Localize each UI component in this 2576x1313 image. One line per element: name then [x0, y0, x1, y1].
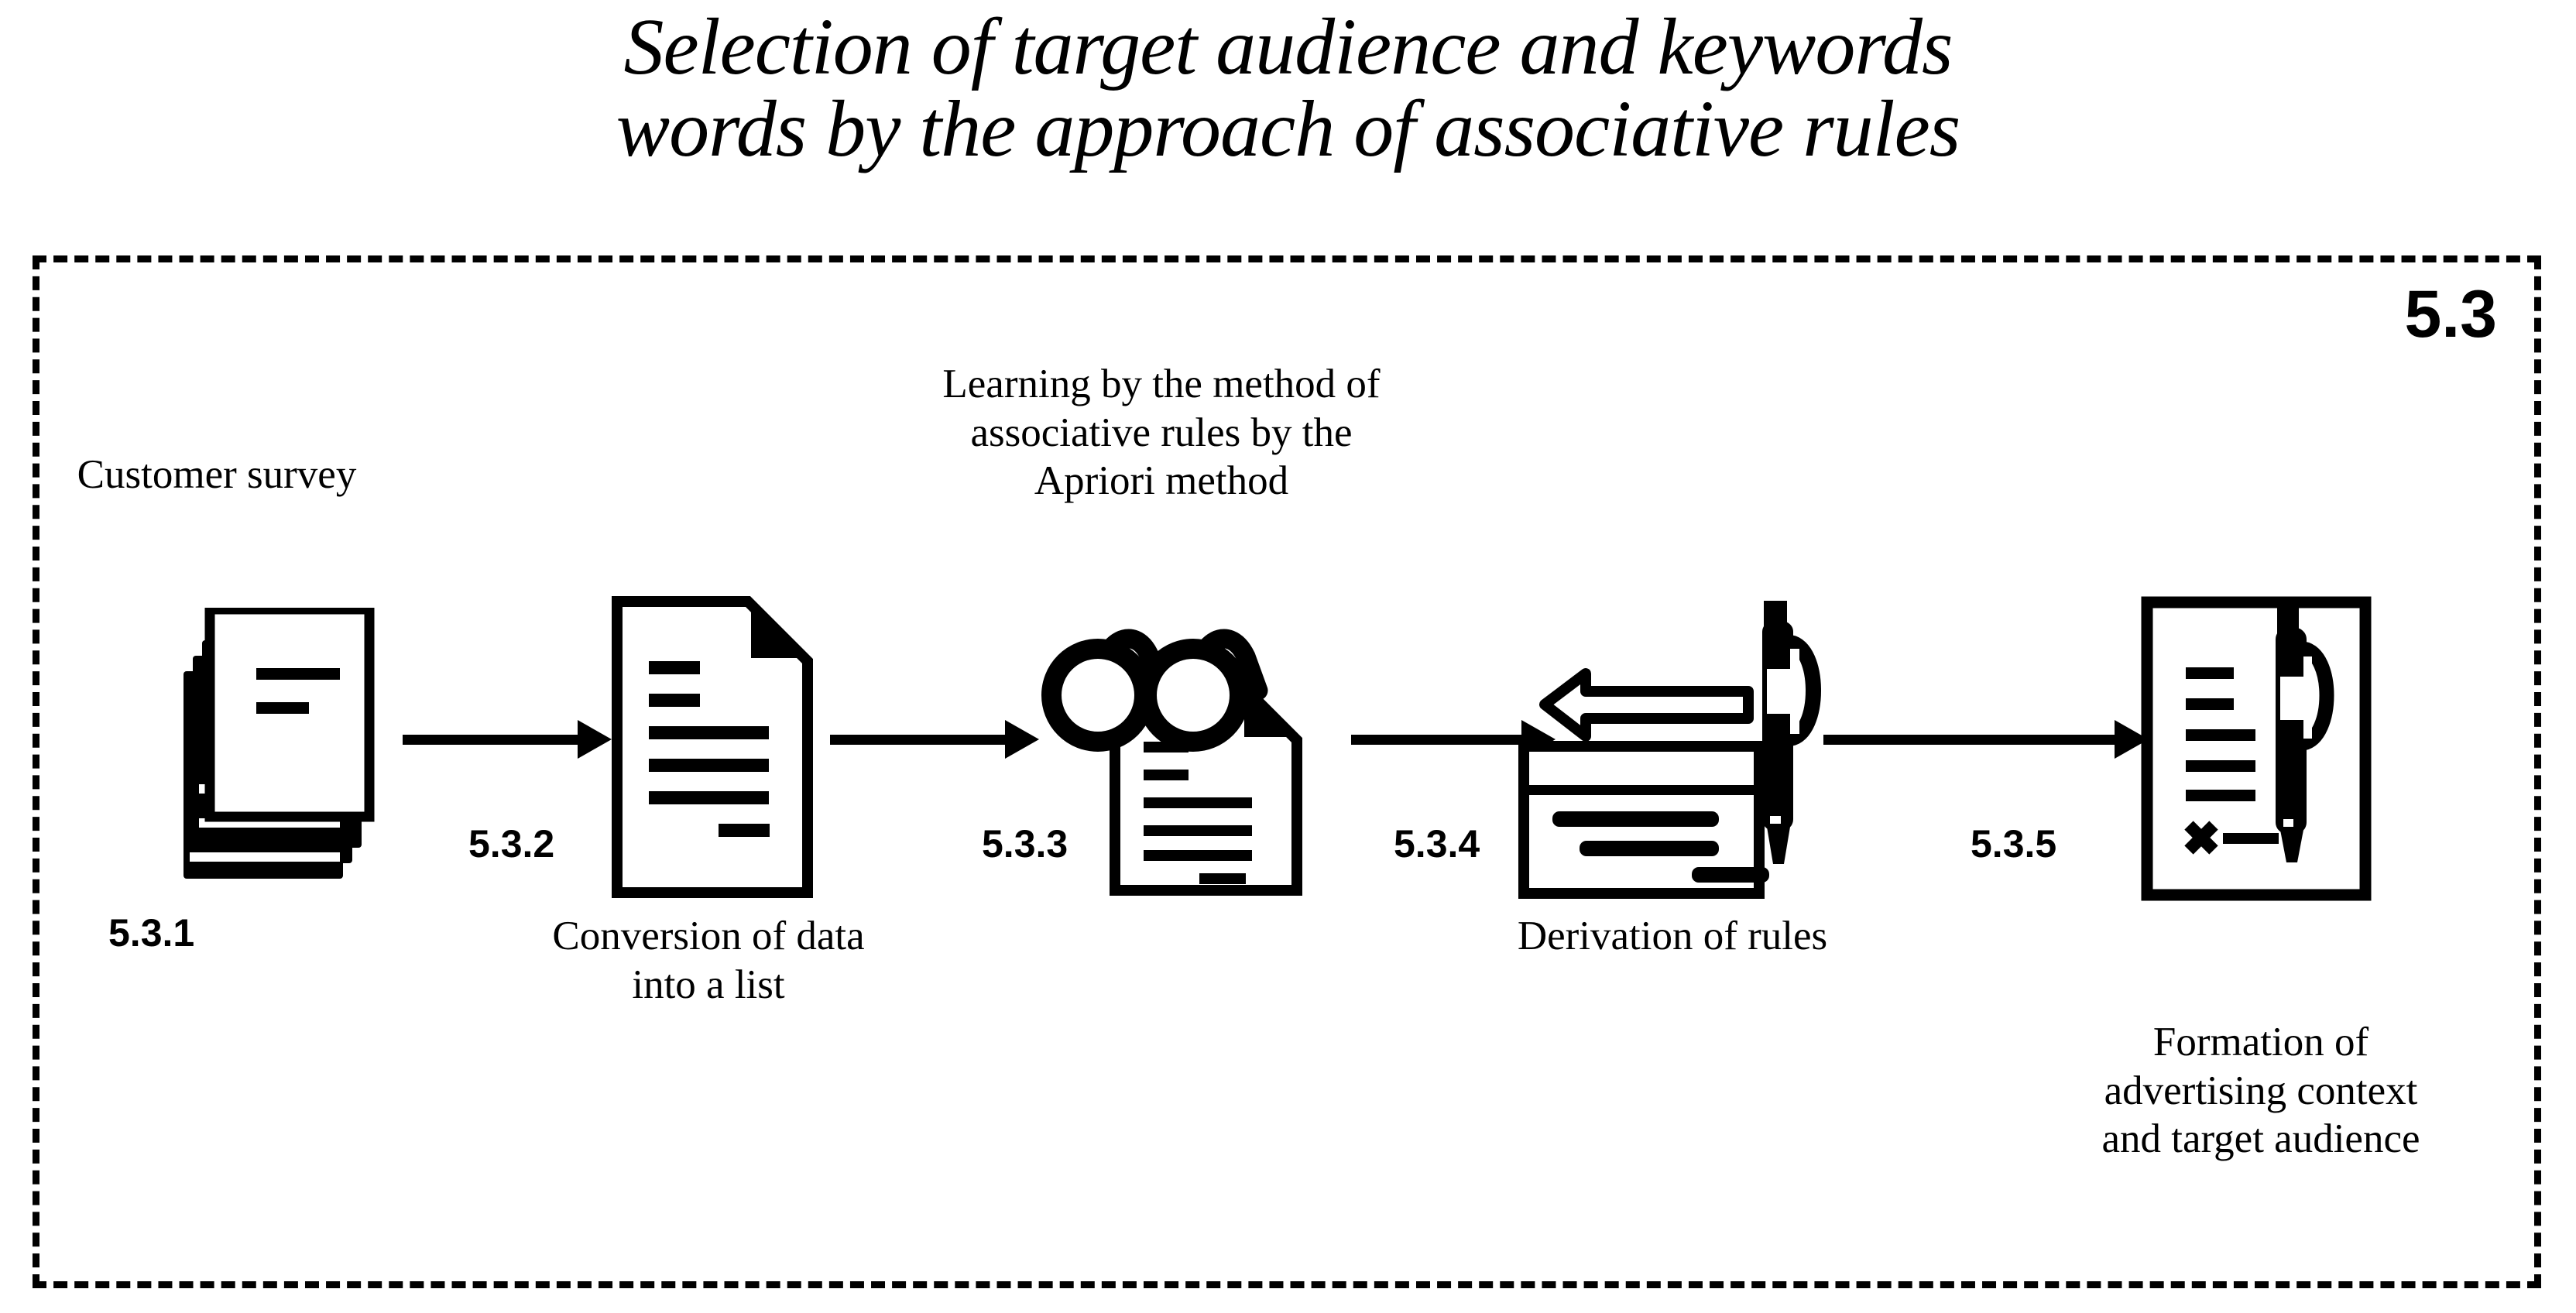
glasses-document-icon [1026, 590, 1336, 898]
step-number-2: 5.3.2 [468, 822, 555, 866]
form-arrow-pen-icon [1518, 595, 1827, 900]
step-caption-4: Derivation of rules [1517, 914, 1828, 958]
signed-document-pen-icon [2141, 596, 2396, 902]
step-number-4: 5.3.4 [1394, 822, 1480, 866]
step-number-1: 5.3.1 [108, 911, 195, 955]
connector-arrow-2-3 [830, 720, 1039, 759]
connector-arrow-1-2 [403, 720, 612, 759]
step-number-5: 5.3.5 [1971, 822, 2057, 866]
document-stack-icon [182, 608, 406, 898]
connector-arrow-4-5 [1823, 720, 2149, 759]
step-caption-5: Formation of advertising context and tar… [2101, 1020, 2420, 1162]
step-caption-3: Learning by the method of associative ru… [942, 362, 1381, 504]
section-code-badge: 5.3 [2404, 277, 2497, 351]
document-lines-icon [612, 596, 813, 898]
process-container: 5.3 [33, 255, 2541, 1288]
page-title: Selection of target audience and keyword… [616, 2, 1960, 174]
step-caption-1: Customer survey [77, 452, 357, 497]
step-number-3: 5.3.3 [982, 822, 1068, 866]
step-caption-2: Conversion of data into a list [552, 914, 865, 1007]
